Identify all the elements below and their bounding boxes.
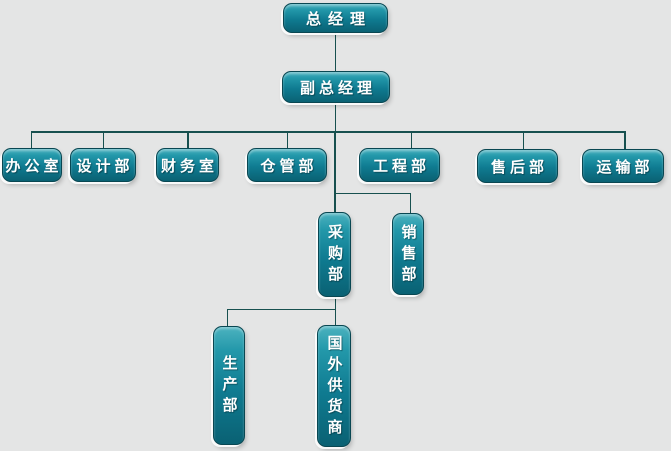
node-office: 办公室 [2,148,62,182]
node-general-manager: 总经理 [283,3,388,33]
connector-line [523,133,524,149]
node-deputy-general-manager: 副总经理 [282,71,390,103]
connector-line [227,309,336,310]
connector-line [227,310,228,326]
connector-line [624,133,626,149]
node-engineering-dept: 工程部 [359,148,440,182]
node-purchasing-dept: 采购部 [318,212,351,297]
connector-line [335,33,336,71]
connector-line [103,133,104,148]
connector-line [411,133,412,148]
connector-line [187,133,189,148]
connector-line [31,133,32,148]
connector-line [335,297,336,310]
node-after-sales-dept: 售后部 [477,149,558,183]
connector-line [31,131,626,133]
node-finance-office: 财务室 [156,148,219,182]
connector-line [335,310,336,325]
node-sales-dept: 销售部 [392,213,424,295]
node-foreign-supplier: 国外供货商 [317,325,351,447]
connector-line [335,103,336,131]
connector-line [334,133,336,212]
node-warehouse-dept: 仓管部 [247,148,327,182]
connector-line [287,133,288,148]
connector-line [410,193,411,213]
node-production-dept: 生产部 [213,326,245,445]
node-design-dept: 设计部 [70,148,136,182]
connector-line [335,193,411,194]
node-transport-dept: 运输部 [582,149,664,183]
